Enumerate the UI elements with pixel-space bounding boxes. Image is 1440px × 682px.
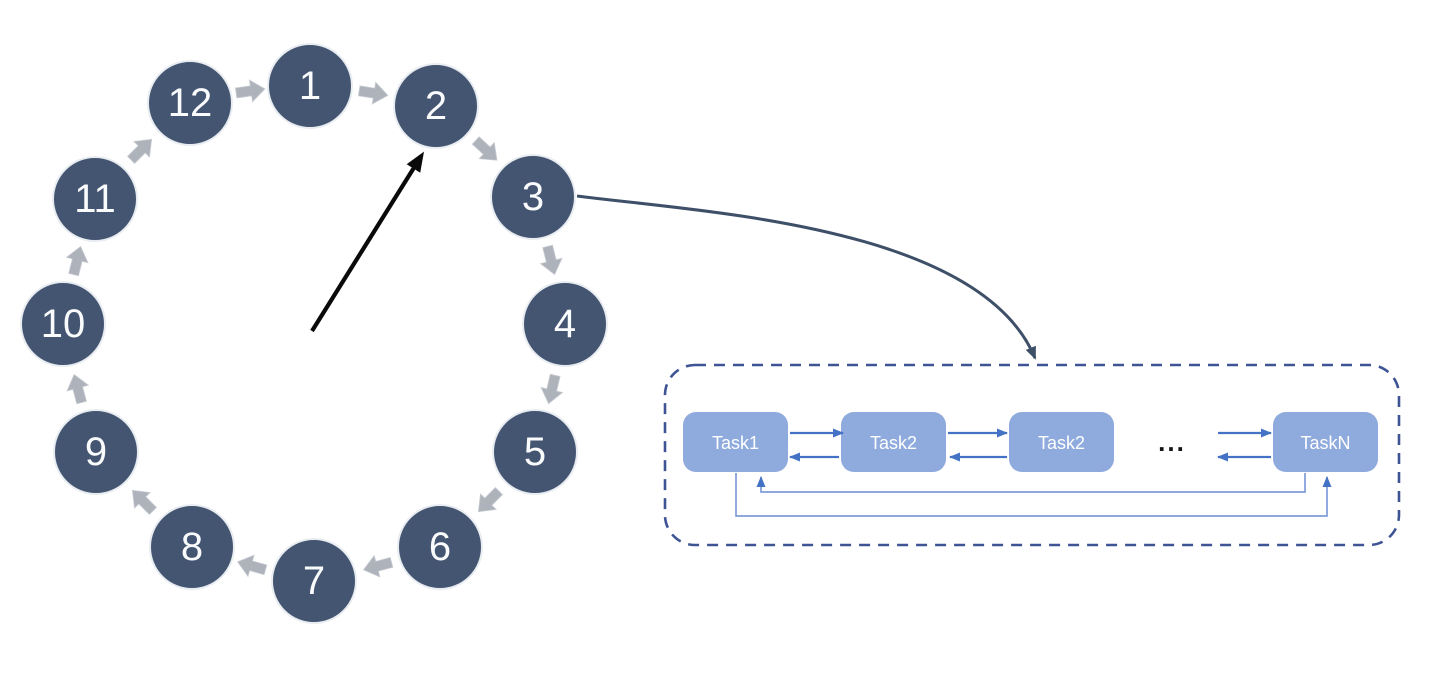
task-box-label: Task2 [1038,433,1085,453]
clockwise-step-arrow-icon [131,489,158,516]
clockwise-step-arrow-icon [471,136,498,161]
clockwise-step-arrow-icon [65,245,89,277]
task-box-rect [1273,412,1378,472]
clockwise-step-arrow-icon [540,373,564,405]
clock-node-9: 9 [53,409,139,495]
task-box-task2: Task2 [841,412,946,472]
task-box-label: TaskN [1300,433,1350,453]
clock-node-7: 7 [271,538,357,624]
task-box-label: Task2 [870,433,917,453]
clock-node-label: 4 [554,302,576,346]
task-box-task2b: Task2 [1009,412,1114,472]
clock-hand-arrow [310,151,425,333]
clockwise-step-arrow-icon [236,554,268,578]
task-box-taskn: TaskN [1273,412,1378,472]
clockwise-step-arrow-icon [234,79,266,103]
clock-node-circle [490,154,576,240]
clock-node-circle [271,538,357,624]
clock-node-label: 2 [425,84,447,128]
clock-node-10: 10 [20,281,106,367]
feedback-arrows [735,473,1332,517]
task-link-arrows [789,428,1272,462]
clock-node-circle [52,156,138,242]
clock-node-label: 5 [524,430,546,474]
task-box-rect [841,412,946,472]
task-box-task1: Task1 [683,412,788,472]
task-boxes: Task1 Task2 Task2 TaskN [683,412,1378,472]
task-box-rect [683,412,788,472]
clock-node-label: 8 [181,525,203,569]
clock-node-circle [267,43,353,129]
clock-node-12: 12 [147,60,233,146]
clock-node-label: 11 [74,177,116,221]
clockwise-step-arrow-icon [362,554,394,578]
clock-node-3: 3 [490,154,576,240]
callout-curve-arrow [576,194,1037,360]
clockwise-step-arrow-icon [477,486,504,513]
clockwise-step-arrow-icon [539,244,563,276]
clock-node-label: 3 [522,175,544,219]
feedback-arrow-taskn-to-task1 [756,473,1306,493]
clock-node-label: 12 [168,81,213,125]
clock-node-8: 8 [149,504,235,590]
clockwise-step-arrow-icon [66,373,90,405]
clockwise-step-arrow-icon [357,81,389,105]
task-box-rect [1009,412,1114,472]
clock-node-5: 5 [492,409,578,495]
clock-node-circle [522,281,608,367]
clock-node-2: 2 [393,63,479,149]
clock-node-label: 1 [299,64,321,108]
clock-node-circle [149,504,235,590]
clock-node-6: 6 [397,504,483,590]
clockwise-step-arrow-icon [126,138,153,165]
clock-node-label: 7 [303,559,325,603]
clock-nodes: 1 2 3 4 5 6 7 8 [20,43,608,624]
task-box-label: Task1 [712,433,759,453]
feedback-arrow-task1-to-taskn [735,473,1332,517]
clock-node-circle [53,409,139,495]
clock-node-circle [397,504,483,590]
clock-node-4: 4 [522,281,608,367]
clock-node-circle [492,409,578,495]
clock-node-circle [147,60,233,146]
pipeline-boundary [663,363,1401,547]
clock-node-circle [20,281,106,367]
clock-node-circle [393,63,479,149]
clock-node-label: 10 [41,302,86,346]
clock-node-label: 9 [85,430,107,474]
clock-node-11: 11 [52,156,138,242]
clock-node-label: 6 [429,525,451,569]
tasks-ellipsis: ... [1158,427,1186,457]
clock-node-1: 1 [267,43,353,129]
clockwise-step-arrows [65,79,564,578]
